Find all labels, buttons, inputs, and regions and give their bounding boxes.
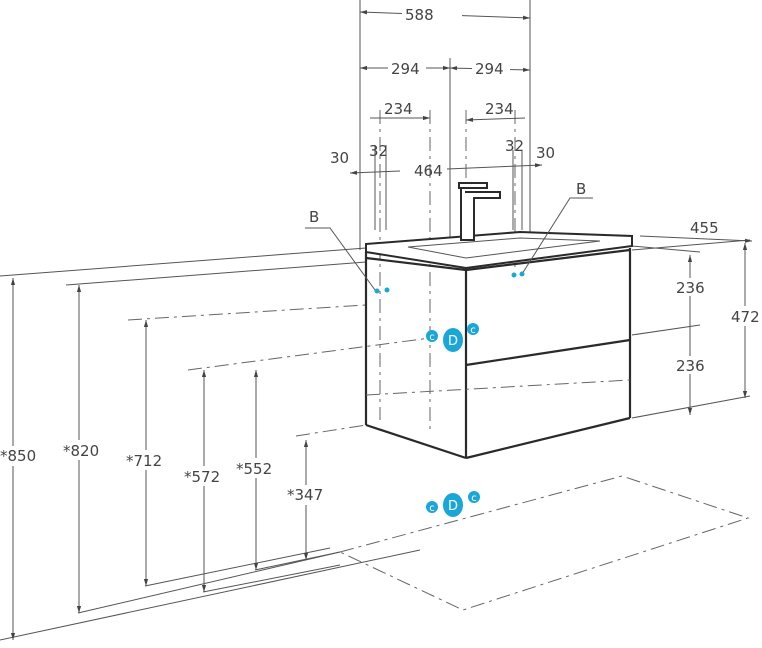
dim-712: *712 (126, 452, 162, 470)
dim-347: *347 (287, 486, 323, 504)
dim-820: *820 (63, 442, 99, 460)
wall-reference-lines (0, 239, 751, 641)
dim-552: *552 (236, 460, 272, 478)
dim-hole-spacing: 464 (414, 162, 443, 180)
supply-left: c (429, 332, 435, 343)
dim-pitch-left: 32 (369, 142, 388, 160)
horizontal-dimensions: 588 294 294 234 234 464 30 32 32 30 (330, 4, 555, 180)
height-dimensions: *850 *820 *712 *572 *552 *347 (0, 278, 326, 640)
dim-total-width: 588 (405, 6, 434, 24)
dim-half-left: 294 (391, 60, 420, 78)
supply-floor-left: c (429, 503, 435, 514)
dim-edge-right: 30 (536, 144, 555, 162)
right-dimensions: 455 472 236 236 (639, 219, 762, 415)
mount-hole (374, 288, 380, 294)
dim-850: *850 (0, 447, 36, 465)
faucet-icon (458, 182, 501, 241)
dim-offset-left: 234 (384, 100, 413, 118)
dim-drawer-top: 236 (676, 279, 705, 297)
floor-footprint: c D c (338, 475, 750, 611)
dim-depth: 455 (690, 219, 719, 237)
dim-pitch-right: 32 (505, 137, 524, 155)
label-b-left: B (309, 208, 319, 226)
drain-floor: D (448, 499, 458, 514)
dim-edge-left: 30 (330, 149, 349, 167)
dim-drawer-bottom: 236 (676, 357, 705, 375)
drain-wall: D (448, 334, 458, 349)
dim-572: *572 (184, 468, 220, 486)
mount-hole (384, 287, 390, 293)
supply-floor-right: c (471, 493, 477, 504)
extension-lines (359, 0, 531, 430)
mount-hole (511, 272, 517, 278)
dim-half-right: 294 (475, 60, 504, 78)
dim-offset-right: 234 (485, 100, 514, 118)
supply-right: c (470, 325, 476, 336)
mount-hole (519, 271, 525, 277)
wall-connections: c D c (426, 323, 479, 352)
mount-point-labels: B B (305, 180, 593, 294)
dim-height: 472 (731, 308, 760, 326)
label-b-right: B (576, 180, 586, 198)
vanity-cabinet (364, 230, 633, 460)
